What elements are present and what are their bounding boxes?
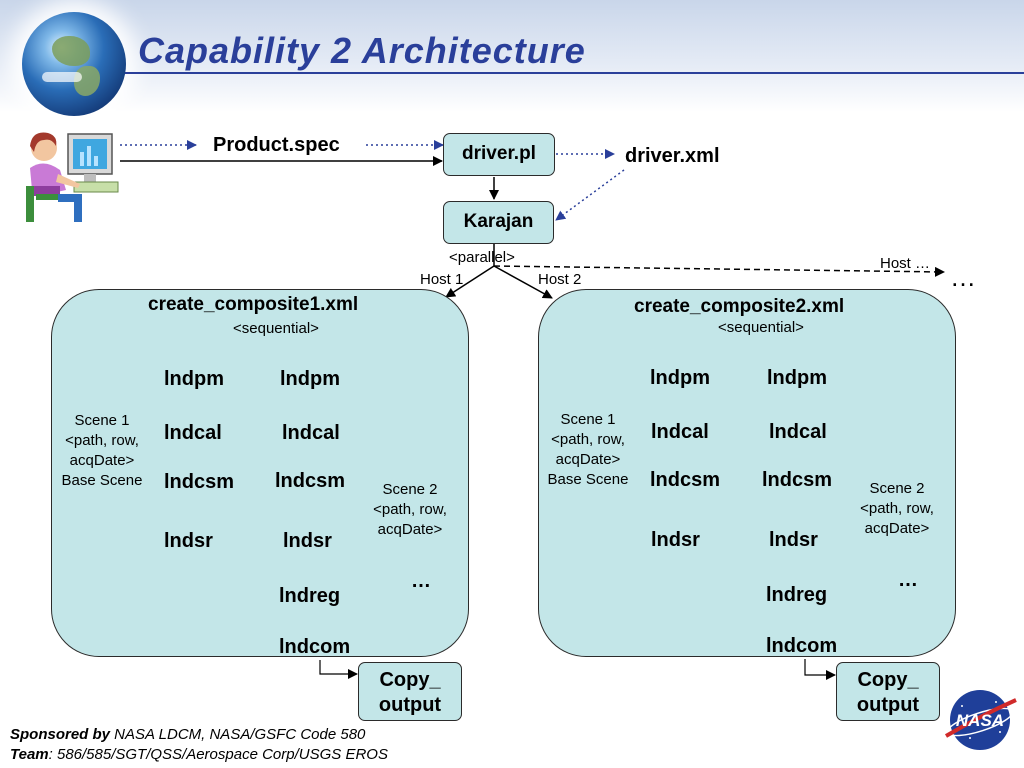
title-divider: [125, 72, 1024, 74]
c1-col1-step: lndcsm: [164, 471, 235, 493]
parallel-label: <parallel>: [449, 249, 515, 266]
slide-title: Capability 2 Architecture: [138, 30, 586, 71]
host1-label: Host 1: [420, 271, 464, 288]
composite2-scene1: Scene 1<path, row,acqDate>Base Scene: [547, 411, 629, 488]
composite1-title: create_composite1.xml: [148, 294, 359, 315]
c2-col1-step: lndsr: [651, 529, 700, 551]
footer-sponsor: Sponsored by NASA LDCM, NASA/GSFC Code 5…: [10, 726, 366, 743]
host2-label: Host 2: [538, 271, 582, 288]
c1-col2-step: lndcom: [279, 636, 351, 658]
svg-text:NASA: NASA: [956, 711, 1004, 730]
c1-col2-step: lndsr: [283, 530, 332, 552]
earth-globe-icon: [22, 12, 126, 116]
composite1-mode: <sequential>: [233, 320, 319, 337]
c2-col2-step: lndcom: [766, 635, 838, 657]
c2-col2-step: lndpm: [767, 367, 827, 389]
composite1-panel: [51, 289, 469, 657]
composite2-title: create_composite2.xml: [634, 296, 845, 317]
c1-col2-step: lndpm: [280, 368, 340, 390]
host-more-label: Host …: [880, 255, 931, 272]
karajan-box: Karajan: [443, 201, 554, 244]
more-hosts-ellipsis: …: [950, 262, 976, 292]
c2-col2-step: lndcal: [769, 421, 827, 443]
composite1-scene2: Scene 2<path, row,acqDate>: [373, 481, 447, 538]
c2-col2-step: lndreg: [766, 584, 828, 606]
c1-more-ellipsis: …: [411, 570, 431, 592]
c1-col1-step: lndpm: [164, 368, 224, 390]
composite2-panel: [538, 289, 956, 657]
c2-col2-step: lndsr: [769, 529, 818, 551]
c1-col2-step: lndcal: [282, 422, 340, 444]
c1-col1-step: lndcal: [164, 422, 222, 444]
c1-col1-step: lndsr: [164, 530, 213, 552]
composite2-scene2: Scene 2<path, row,acqDate>: [860, 480, 934, 537]
product-spec-label: Product.spec: [213, 134, 340, 156]
c2-col1-step: lndpm: [650, 367, 710, 389]
composite1-scene1: Scene 1<path, row,acqDate>Base Scene: [61, 412, 143, 489]
c1-col2-step: lndreg: [279, 585, 341, 607]
c2-col1-step: lndcal: [651, 421, 709, 443]
driver-xml-label: driver.xml: [625, 145, 720, 167]
c2-more-ellipsis: …: [898, 569, 918, 591]
copy-output-box-2: Copy_output: [836, 662, 940, 721]
c1-col2-step: lndcsm: [275, 470, 346, 492]
slide-header: [0, 0, 1024, 112]
driver-pl-box: driver.pl: [443, 133, 555, 176]
c2-col1-step: lndcsm: [650, 469, 721, 491]
composite2-mode: <sequential>: [718, 319, 804, 336]
nasa-logo-icon: NASA: [944, 690, 1017, 750]
footer-team: Team: 586/585/SGT/QSS/Aerospace Corp/USG…: [10, 746, 388, 763]
user-at-computer-icon: [26, 132, 119, 222]
c2-col2-step: lndcsm: [762, 469, 833, 491]
copy-output-box-1: Copy_output: [358, 662, 462, 721]
